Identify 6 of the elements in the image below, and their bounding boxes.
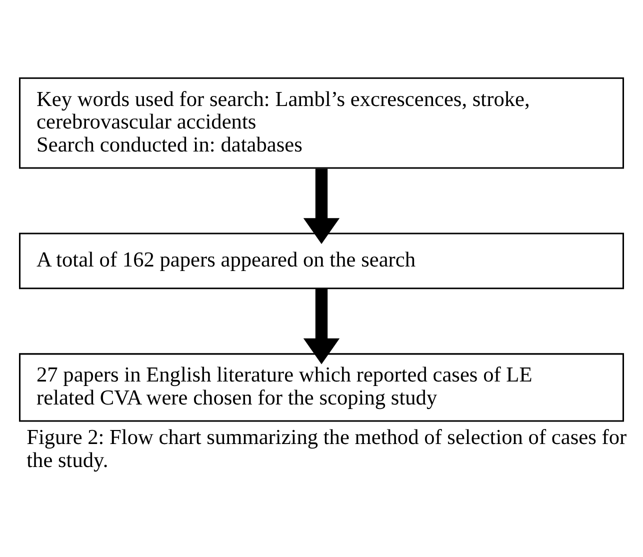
node-box: A total of 162 papers appeared on the search [18,232,624,290]
arrow [303,168,340,244]
arrow [303,288,340,364]
caption: Figure 2: Flow chart summarizing the method of selection of cases for the study. [26,425,627,472]
node-box: 27 papers in English literature which reported cases of LE related CVA were chosen for the scoping study [18,353,624,422]
node-box: Key words used for search: Lambl’s excrescences, stroke, cerebrovascular accidents Search conducted in: databases [18,77,624,169]
